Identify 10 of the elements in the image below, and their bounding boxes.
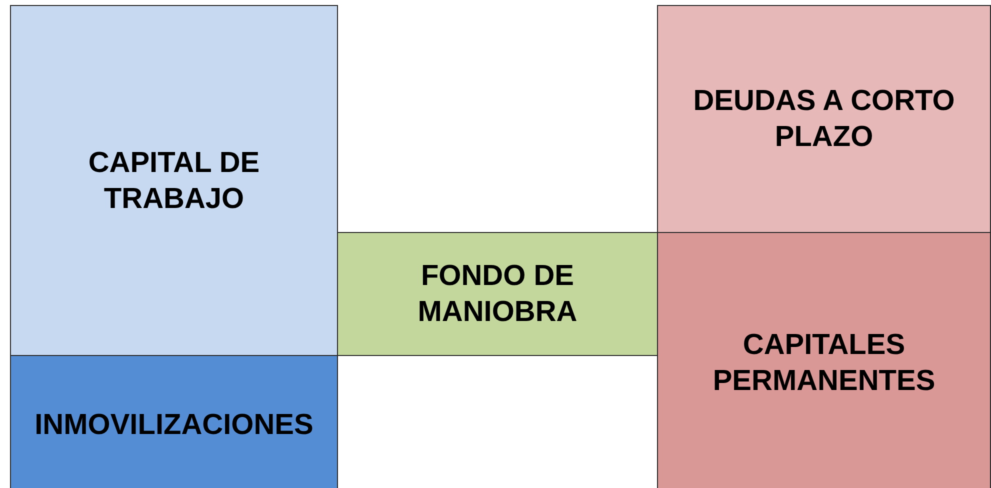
- block-label: CAPITALES PERMANENTES: [712, 328, 936, 399]
- balance-block: [657, 5, 991, 233]
- balance-block: [10, 5, 338, 356]
- balance-block: [657, 232, 991, 488]
- balance-block: [10, 355, 338, 488]
- block-label: CAPITAL DE TRABAJO: [87, 146, 261, 216]
- balance-block: [337, 232, 658, 356]
- block-label: FONDO DE MANIOBRA: [416, 259, 578, 330]
- block-label: INMOVILIZACIONES: [34, 408, 314, 443]
- block-label: DEUDAS A CORTO PLAZO: [692, 84, 956, 155]
